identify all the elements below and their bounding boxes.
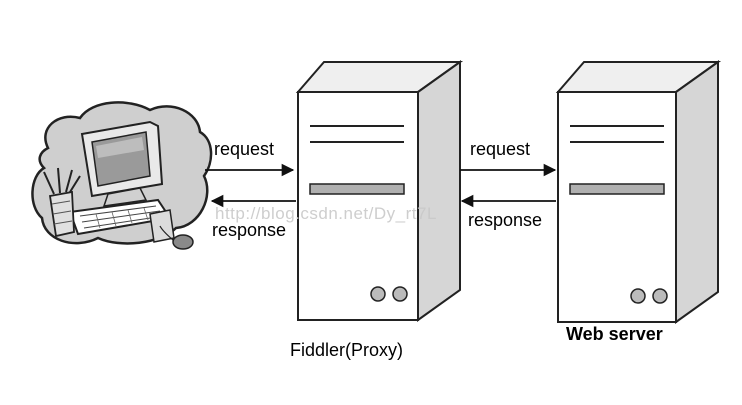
client-computer-icon (31, 101, 213, 250)
response-label-right: response (468, 210, 543, 230)
proxy-drive-slot (309, 183, 405, 195)
proxy-server-icon (295, 60, 464, 322)
web-server-drive-slot (569, 183, 665, 195)
web-server-front (557, 91, 677, 323)
web-server-icon (555, 60, 722, 324)
proxy-server-side (417, 60, 461, 322)
mouse (172, 234, 194, 250)
response-label-left: response (212, 220, 287, 240)
proxy-button-1 (370, 286, 386, 302)
request-label-right: request (470, 139, 531, 159)
web-server-button-1 (630, 288, 646, 304)
web-server-side (675, 60, 719, 324)
web-server-caption: Web server (566, 324, 663, 344)
request-label-left: request (214, 139, 275, 159)
proxy-server-front (297, 91, 419, 321)
web-server-button-2 (652, 288, 668, 304)
proxy-button-2 (392, 286, 408, 302)
proxy-caption: Fiddler(Proxy) (290, 340, 404, 360)
watermark-text: http://blog.csdn.net/Dy_rt7L (215, 204, 437, 223)
monitor-base (102, 187, 148, 207)
